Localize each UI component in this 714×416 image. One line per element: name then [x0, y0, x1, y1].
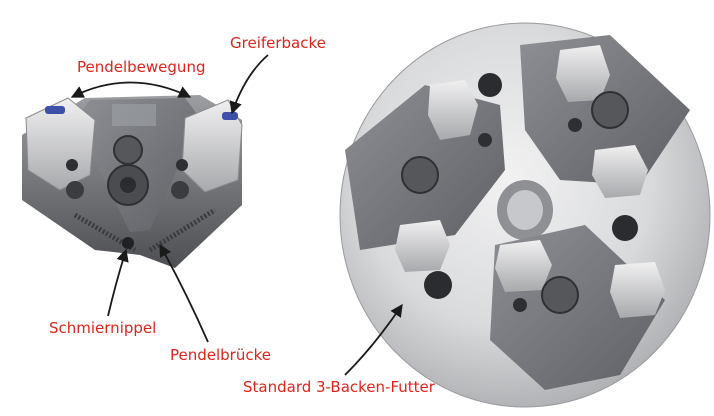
chuck-hole-1 [478, 73, 502, 97]
chuck-screw-3 [513, 298, 527, 312]
chuck-jaw-2 [556, 45, 610, 102]
chuck-screw-1 [478, 133, 492, 147]
callout-arrows [70, 54, 403, 376]
chuck-bolt-1 [401, 156, 439, 194]
pendulum-bridge-arrow [159, 243, 209, 343]
grease-nipple [122, 237, 134, 249]
chuck-jaw-4 [395, 220, 450, 272]
chuck-bolt-2 [591, 91, 629, 129]
chuck-bore-inner [507, 190, 543, 230]
center-bolt-hex [120, 177, 136, 193]
grease-nipple-arrow [107, 248, 129, 317]
chuck-bolt-3 [541, 276, 579, 314]
screw-left-small [66, 159, 78, 171]
pendulum-motion-arrow [70, 81, 192, 98]
label-standard-futter: Standard 3-Backen-Futter [243, 378, 435, 396]
screw-right [171, 181, 189, 199]
chuck-jaw-6 [610, 262, 665, 318]
blue-cap-right [222, 112, 238, 120]
pendulum-bridge-plate [75, 98, 200, 232]
standard-chuck-arrow [344, 303, 403, 376]
chuck-screw-2 [568, 118, 582, 132]
label-greiferbacke: Greiferbacke [230, 34, 326, 52]
chuck-jaw-5 [495, 240, 552, 292]
chuck-jaw-3 [592, 145, 648, 198]
blue-cap-left [45, 106, 65, 114]
screw-left [66, 181, 84, 199]
chuck-assembly [339, 22, 711, 408]
gripper-nameplate [112, 104, 156, 126]
center-bolt-upper [113, 135, 143, 165]
gripper-jaw-arrow [229, 54, 269, 115]
gripper-assembly [22, 95, 243, 268]
gripper-jaw-left [25, 97, 96, 191]
chuck-hole-3 [612, 215, 638, 241]
label-pendelbruecke: Pendelbrücke [170, 346, 271, 364]
label-pendelbewegung: Pendelbewegung [77, 58, 206, 76]
label-schmiernippel: Schmiernippel [49, 319, 157, 337]
chuck-jaw-1 [428, 80, 478, 140]
chuck-hole-2 [424, 271, 452, 299]
screw-right-small [176, 159, 188, 171]
